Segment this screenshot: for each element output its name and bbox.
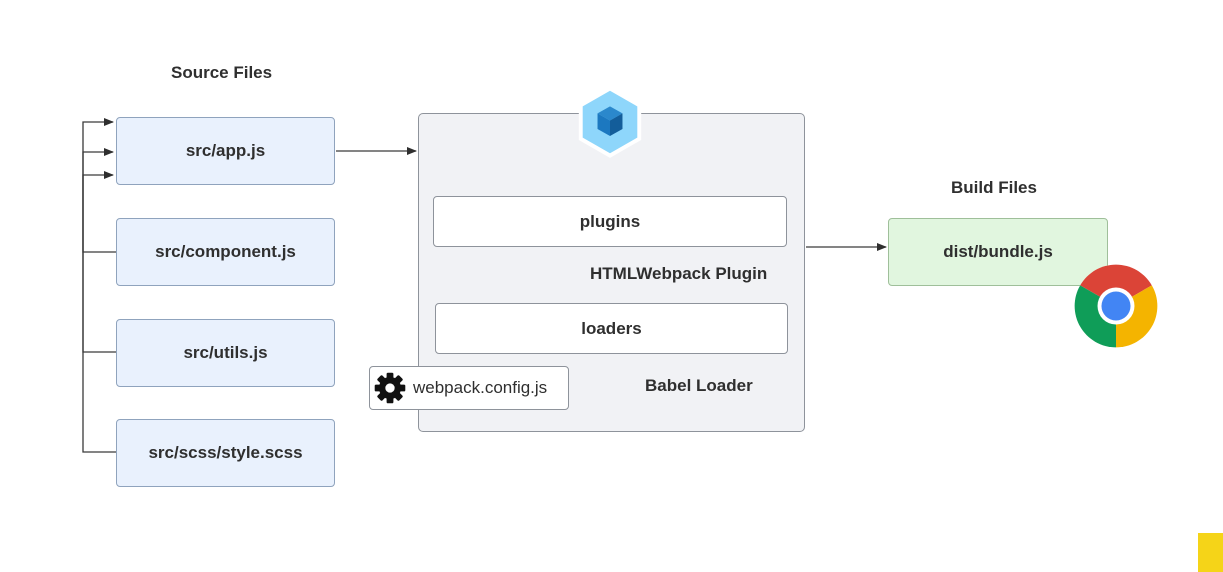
loaders-box: loaders xyxy=(435,303,788,354)
source-file-utils: src/utils.js xyxy=(116,319,335,387)
source-file-style: src/scss/style.scss xyxy=(116,419,335,487)
gear-icon xyxy=(374,372,406,404)
config-file-box: webpack.config.js xyxy=(369,366,569,410)
build-file-bundle: dist/bundle.js xyxy=(888,218,1108,286)
source-return-line xyxy=(82,148,116,353)
source-files-heading: Source Files xyxy=(171,63,273,82)
build-files-heading: Build Files xyxy=(951,178,1037,197)
loader-name: Babel Loader xyxy=(645,376,753,395)
chrome-icon xyxy=(1074,264,1158,348)
webpack-cube-icon xyxy=(578,86,642,158)
source-return-line xyxy=(82,118,116,453)
source-file-app: src/app.js xyxy=(116,117,335,185)
plugins-box: plugins xyxy=(433,196,787,247)
config-file-name: webpack.config.js xyxy=(413,378,548,397)
source-return-line xyxy=(82,171,116,253)
source-file-component: src/component.js xyxy=(116,218,335,286)
corner-accent xyxy=(1198,533,1223,572)
plugin-name: HTMLWebpack Plugin xyxy=(590,264,768,283)
